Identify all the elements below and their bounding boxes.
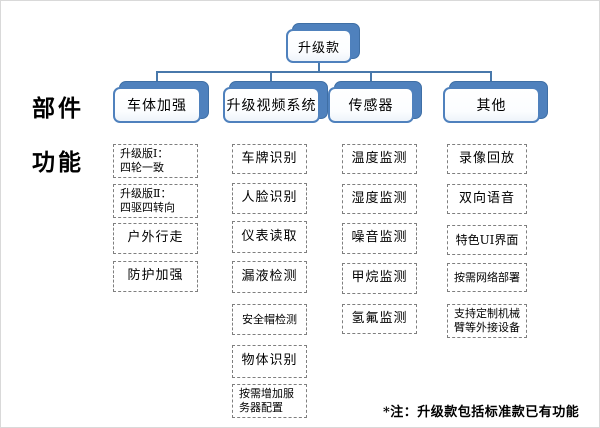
connector-horizontal [156, 71, 492, 73]
feature-box: 仪表读取 [232, 221, 307, 253]
category-node-sensor: 传感器 [328, 81, 422, 123]
root-node: 升级款 [286, 23, 360, 63]
row-label-components: 部件 [32, 95, 84, 122]
feature-box: 氢氟监测 [342, 304, 417, 334]
connector-drop-4 [490, 71, 492, 85]
connector-drop-3 [370, 71, 372, 85]
feature-box: 按需增加服 务器配置 [232, 384, 307, 418]
category-label: 车体加强 [113, 87, 201, 123]
feature-box: 安全帽检测 [232, 304, 307, 335]
category-node-video: 升级视频系统 [223, 81, 328, 123]
feature-box: 录像回放 [447, 144, 527, 174]
feature-box: 湿度监测 [342, 184, 417, 214]
feature-box: 噪音监测 [342, 223, 417, 254]
feature-box: 特色UI界面 [447, 225, 527, 255]
feature-box: 按需网络部署 [447, 263, 527, 292]
connector-root-stub [318, 62, 320, 72]
root-node-label: 升级款 [286, 29, 352, 63]
feature-box: 车牌识别 [232, 144, 307, 174]
feature-box: 温度监测 [342, 144, 417, 174]
row-label-functions: 功能 [32, 149, 84, 176]
feature-box: 物体识别 [232, 345, 307, 378]
connector-drop-2 [270, 71, 272, 85]
feature-box: 升级版Ⅱ： 四驱四转向 [113, 184, 198, 218]
feature-box: 升级版Ⅰ： 四轮一致 [113, 144, 198, 178]
feature-box: 支持定制机械 臂等外接设备 [447, 304, 527, 338]
feature-box: 户外行走 [113, 223, 198, 254]
footnote: *注：升级款包括标准款已有功能 [383, 405, 580, 420]
feature-box: 双向语音 [447, 184, 527, 214]
category-label: 升级视频系统 [223, 87, 320, 123]
category-label: 其他 [443, 87, 540, 123]
feature-box: 人脸识别 [232, 183, 307, 214]
category-label: 传感器 [328, 87, 414, 123]
connector-drop-1 [156, 71, 158, 85]
feature-box: 甲烷监测 [342, 263, 417, 294]
feature-box: 漏液检测 [232, 261, 307, 293]
feature-box: 防护加强 [113, 261, 198, 292]
category-node-other: 其他 [443, 81, 548, 123]
category-node-body: 车体加强 [113, 81, 209, 123]
